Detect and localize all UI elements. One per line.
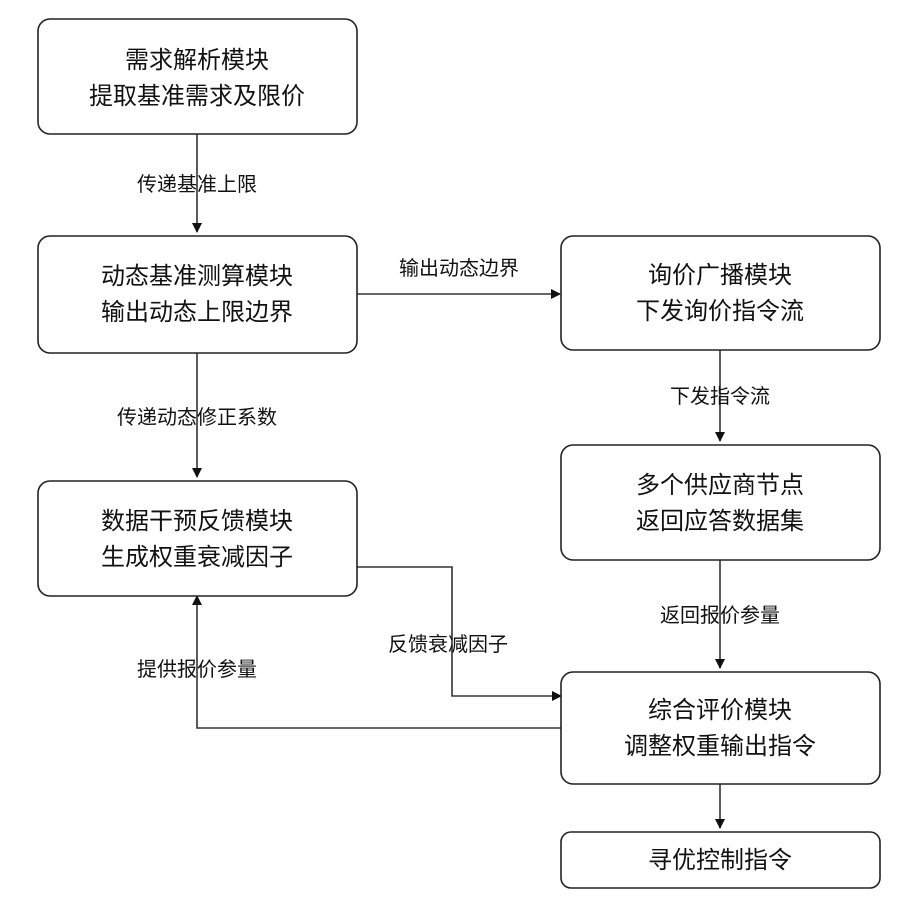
node-demand-parse: 需求解析模块 提取基准需求及限价 <box>38 19 357 134</box>
label-feedback-factor: 反馈衰减因子 <box>388 632 508 656</box>
node-evaluation: 综合评价模块 调整权重输出指令 <box>561 672 880 784</box>
node-dynamic-calc-line1: 动态基准测算模块 <box>101 262 293 290</box>
label-output-boundary: 输出动态边界 <box>399 256 519 280</box>
node-data-feedback-line1: 数据干预反馈模块 <box>101 507 293 535</box>
label-issue-stream: 下发指令流 <box>670 384 770 408</box>
node-dynamic-calc-line2: 输出动态上限边界 <box>101 298 293 326</box>
node-data-feedback-line2: 生成权重衰减因子 <box>101 543 293 571</box>
node-demand-parse-line2: 提取基准需求及限价 <box>89 82 305 110</box>
node-control-command: 寻优控制指令 <box>561 832 880 888</box>
node-evaluation-line2: 调整权重输出指令 <box>624 732 816 760</box>
node-data-feedback: 数据干预反馈模块 生成权重衰减因子 <box>38 481 357 596</box>
node-supplier-nodes: 多个供应商节点 返回应答数据集 <box>561 445 880 560</box>
node-inquiry-broadcast: 询价广播模块 下发询价指令流 <box>561 236 880 350</box>
node-supplier-nodes-line2: 返回应答数据集 <box>636 507 804 535</box>
node-supplier-nodes-line1: 多个供应商节点 <box>636 471 804 499</box>
label-return-quote: 返回报价参量 <box>660 603 780 627</box>
label-provide-quote: 提供报价参量 <box>137 657 257 681</box>
node-control-command-line1: 寻优控制指令 <box>648 846 792 874</box>
node-inquiry-broadcast-line1: 询价广播模块 <box>648 261 792 289</box>
node-dynamic-calc: 动态基准测算模块 输出动态上限边界 <box>38 236 357 353</box>
label-pass-coefficient: 传递动态修正系数 <box>117 405 277 429</box>
node-demand-parse-line1: 需求解析模块 <box>125 46 269 74</box>
label-pass-upper-limit: 传递基准上限 <box>137 172 257 196</box>
node-evaluation-line1: 综合评价模块 <box>648 696 792 724</box>
node-inquiry-broadcast-line2: 下发询价指令流 <box>636 297 804 325</box>
